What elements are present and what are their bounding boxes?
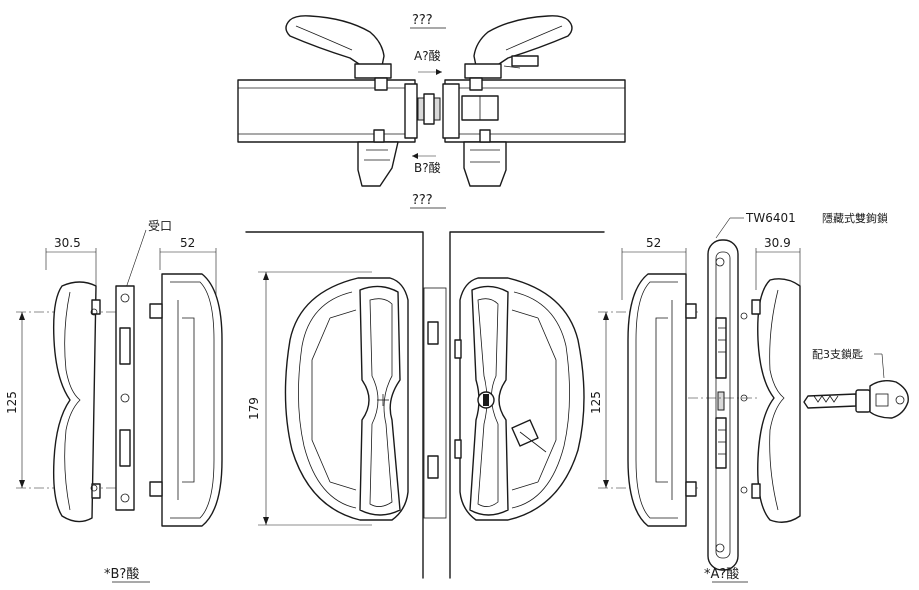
arrow-a-label: A?酸 bbox=[414, 48, 441, 63]
b-side-label: *B?酸 bbox=[104, 567, 139, 582]
b-side-profile bbox=[52, 281, 97, 523]
model-label: TW6401 bbox=[745, 211, 796, 225]
right-bottom-knob bbox=[463, 141, 507, 187]
right-side-view: 52 30.9 125 TW6401 隱藏式雙鉤鎖 bbox=[589, 211, 909, 571]
receiver-plate bbox=[115, 285, 135, 511]
dim-center-height: 179 bbox=[247, 397, 261, 420]
dim-left-width: 30.5 bbox=[54, 236, 81, 250]
keys-label: 配3支鎖匙 bbox=[812, 347, 863, 361]
dim-left-plate: 52 bbox=[180, 236, 195, 250]
thumb-latch bbox=[511, 419, 539, 447]
dim-right-plate: 52 bbox=[646, 236, 661, 250]
model-description: 隱藏式雙鉤鎖 bbox=[822, 211, 888, 225]
arrow-b-label: B?酸 bbox=[414, 160, 441, 175]
key-head bbox=[869, 379, 909, 419]
a-side-profile bbox=[757, 278, 801, 523]
top-section-title: ??? bbox=[412, 13, 433, 28]
b-side-handle-profile bbox=[161, 273, 223, 527]
top-section-view: ??? A?酸 bbox=[237, 13, 626, 209]
left-side-view: 30.5 52 125 受口 bbox=[5, 219, 223, 527]
mid-section-title: ??? bbox=[412, 193, 433, 208]
dim-left-height: 125 bbox=[5, 391, 19, 414]
key-blade bbox=[803, 393, 857, 409]
a-side-label: *A?酸 bbox=[704, 567, 739, 582]
right-lever-handle bbox=[473, 15, 573, 67]
left-bottom-knob bbox=[357, 141, 399, 187]
dim-right-width: 30.9 bbox=[764, 236, 791, 250]
left-lever-handle bbox=[285, 15, 385, 67]
center-front-view: 179 bbox=[245, 231, 605, 579]
left-door-frame bbox=[237, 79, 416, 143]
dim-right-height: 125 bbox=[589, 391, 603, 414]
thumb-turn bbox=[511, 55, 539, 67]
receiver-label: 受口 bbox=[148, 219, 172, 233]
a-side-handle-profile bbox=[627, 273, 687, 527]
